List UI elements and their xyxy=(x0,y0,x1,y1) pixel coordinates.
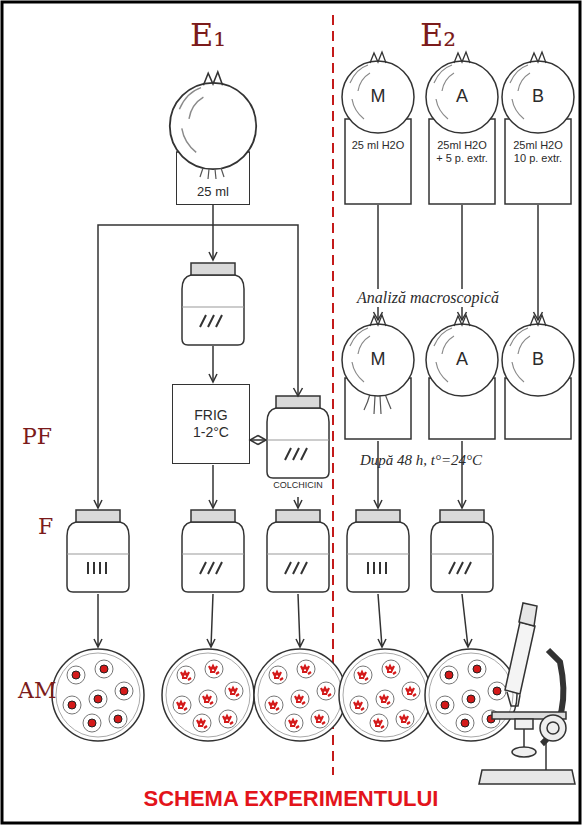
onion-letter: M xyxy=(344,86,412,106)
arrow-head xyxy=(374,312,383,320)
petri-dish xyxy=(254,649,346,741)
petri-dish xyxy=(425,649,517,741)
jar xyxy=(267,510,329,592)
experiment-label: E₁ xyxy=(190,16,226,54)
arrow-head xyxy=(294,388,303,396)
title: SCHEMA EXPERIMENTULUI xyxy=(0,786,582,812)
onion-beaker-outline xyxy=(428,320,496,440)
onion xyxy=(502,52,574,133)
connector xyxy=(534,205,543,320)
beaker-node: M 25 ml H2O xyxy=(344,57,412,205)
roots xyxy=(364,394,391,414)
jar xyxy=(431,510,493,592)
row-label: F xyxy=(38,514,53,539)
row-label: AM xyxy=(18,678,56,703)
jar-outline xyxy=(266,396,330,478)
box-text: FRIG 1-2°C xyxy=(188,407,234,441)
beaker-node: B xyxy=(504,320,572,440)
divider-line xyxy=(332,15,334,775)
microscope xyxy=(479,603,575,784)
connector-line xyxy=(250,439,266,441)
petri-dish xyxy=(162,649,254,741)
onion-letter: A xyxy=(428,86,496,106)
row-label: PF xyxy=(22,424,52,449)
roots xyxy=(200,168,224,179)
beaker-text: 25 ml xyxy=(197,184,229,199)
petri-dish xyxy=(52,649,144,741)
jar-label: COLCHICIN xyxy=(260,480,336,491)
beaker-text: 25ml H2O + 5 p. extr. xyxy=(434,139,490,165)
beaker-node: A 25ml H2O + 5 p. extr. xyxy=(428,57,496,205)
onion-letter: B xyxy=(504,349,572,369)
onion-beaker-outline xyxy=(428,57,496,205)
connector xyxy=(213,205,303,396)
note: Analiză macroscopică xyxy=(354,289,502,307)
onion-beaker-outline xyxy=(504,320,572,440)
onion-beaker-outline xyxy=(344,57,412,205)
beaker-node: M xyxy=(344,320,412,440)
beaker-node: 25 ml xyxy=(176,152,250,205)
onion xyxy=(170,72,256,169)
jar xyxy=(182,263,244,345)
connector xyxy=(458,205,467,320)
connector xyxy=(374,205,383,320)
onion-letter: M xyxy=(344,349,412,369)
beaker-node: A xyxy=(428,320,496,440)
root-marks xyxy=(285,448,307,460)
onion xyxy=(342,315,414,396)
arrow-head xyxy=(458,312,467,320)
connector-line xyxy=(537,205,539,320)
onion xyxy=(426,315,498,396)
jar xyxy=(182,510,244,592)
jar xyxy=(67,510,129,592)
jar-shape xyxy=(267,396,329,478)
jar-node: COLCHICIN xyxy=(266,396,330,496)
onion xyxy=(502,315,574,396)
onion-beaker-outline xyxy=(504,57,572,205)
connector-line xyxy=(377,205,379,320)
arrow-head xyxy=(250,436,258,445)
experiment-label: E₂ xyxy=(420,16,456,54)
onion-beaker-outline xyxy=(344,320,412,440)
arrow-head xyxy=(534,312,543,320)
onion-letter: B xyxy=(504,86,572,106)
beaker-text: 25 ml H2O xyxy=(350,139,406,152)
onion-letter: A xyxy=(428,349,496,369)
arrow-head xyxy=(258,436,266,445)
connector xyxy=(250,436,266,445)
beaker-text: 25ml H2O 10 p. extr. xyxy=(510,139,566,165)
beaker-node: B 25ml H2O 10 p. extr. xyxy=(504,57,572,205)
note: După 48 h, t°=24°C xyxy=(360,452,482,469)
connector-line xyxy=(461,205,463,320)
jar xyxy=(347,510,409,592)
petri-dish xyxy=(339,649,431,741)
onion xyxy=(342,52,414,133)
process-box: FRIG 1-2°C xyxy=(172,384,250,464)
connector-line xyxy=(213,205,298,396)
onion xyxy=(426,52,498,133)
